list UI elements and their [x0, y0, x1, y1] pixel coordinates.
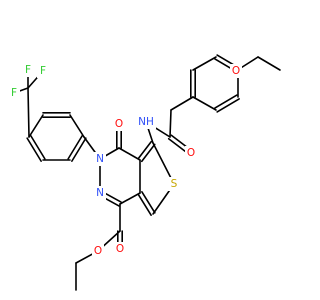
molecule-structure-diagram: F F F N N NH O O O O O S — [8, 54, 281, 291]
single-bond — [169, 109, 172, 138]
atom-label: S — [171, 178, 178, 190]
single-bond — [192, 56, 217, 71]
double-bond-line — [137, 140, 153, 160]
double-bond-line — [141, 191, 156, 214]
atom-label: N — [96, 187, 104, 199]
single-bond — [119, 192, 141, 205]
atom-label: O — [116, 243, 124, 255]
atom-f-2: F — [22, 63, 34, 77]
atom-o-ketone: O — [113, 117, 125, 131]
atom-label: F — [11, 87, 17, 99]
atom-s-thiophene: S — [168, 177, 180, 191]
atom-label: F — [40, 65, 46, 77]
single-bond — [192, 96, 217, 111]
single-bond — [118, 147, 141, 161]
atom-label: N — [96, 153, 104, 165]
double-bond-line — [26, 137, 42, 162]
atom-n-imine: N — [94, 186, 106, 200]
single-bond — [27, 87, 30, 138]
double-bond-line — [214, 94, 238, 109]
double-bond-line — [71, 137, 87, 162]
atom-label: O — [94, 245, 102, 257]
single-bond — [28, 114, 44, 138]
atom-f-1: F — [8, 86, 20, 100]
bond-layer — [13, 54, 281, 291]
atom-n-ring: N — [94, 152, 106, 166]
atom-o-ester: O — [92, 244, 104, 258]
atom-label: O — [187, 147, 195, 159]
atom-label-layer: F F F N N NH O O O O O S — [8, 63, 242, 258]
atom-label: NH — [138, 116, 154, 128]
double-bond-line — [30, 135, 46, 160]
atom-label: F — [25, 64, 31, 76]
double-bond-line — [216, 98, 240, 113]
double-bond-line — [140, 143, 156, 163]
atom-nh-amide: NH — [136, 115, 156, 129]
atom-label: O — [232, 65, 240, 77]
atom-o-amide: O — [185, 146, 197, 160]
single-bond — [257, 56, 281, 71]
atom-label: O — [115, 118, 123, 130]
double-bond-line — [137, 193, 152, 216]
double-bond-line — [67, 135, 83, 160]
single-bond — [170, 96, 194, 111]
atom-o-ether: O — [230, 64, 242, 78]
single-bond — [69, 114, 85, 138]
atom-f-3: F — [37, 64, 49, 78]
atom-o-ester-carbonyl: O — [114, 242, 126, 256]
